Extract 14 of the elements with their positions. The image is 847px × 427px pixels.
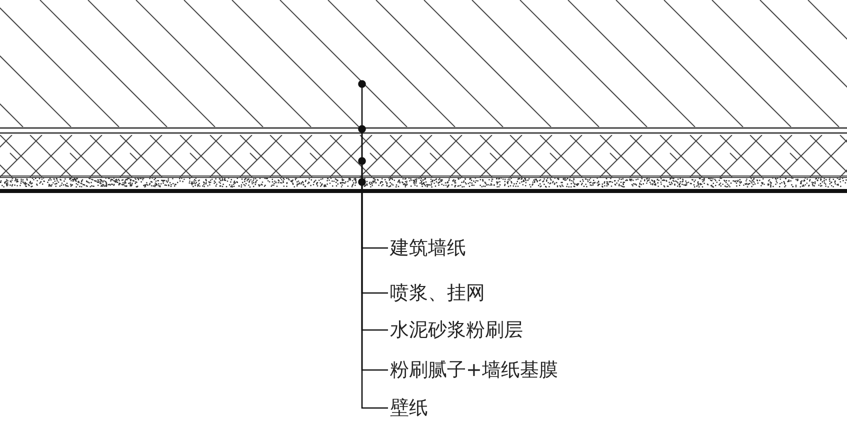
- layer-label: 建筑墙纸: [390, 236, 466, 260]
- layer-label: 壁纸: [390, 396, 428, 420]
- stipple-layer: [0, 177, 847, 188]
- layer-label: 粉刷腻子+墙纸基膜: [390, 358, 558, 382]
- wall-hatch: [0, 0, 847, 127]
- leader-line: [358, 80, 388, 249]
- leader-line: [358, 157, 388, 331]
- layer-label: 水泥砂浆粉刷层: [390, 318, 523, 342]
- leader-line: [358, 178, 388, 371]
- mortar-hatch: [0, 135, 847, 177]
- layer-label: 喷浆、挂网: [390, 281, 485, 305]
- leader-line: [361, 191, 388, 409]
- double-line-layer: [0, 127, 847, 135]
- leader-line: [358, 125, 388, 294]
